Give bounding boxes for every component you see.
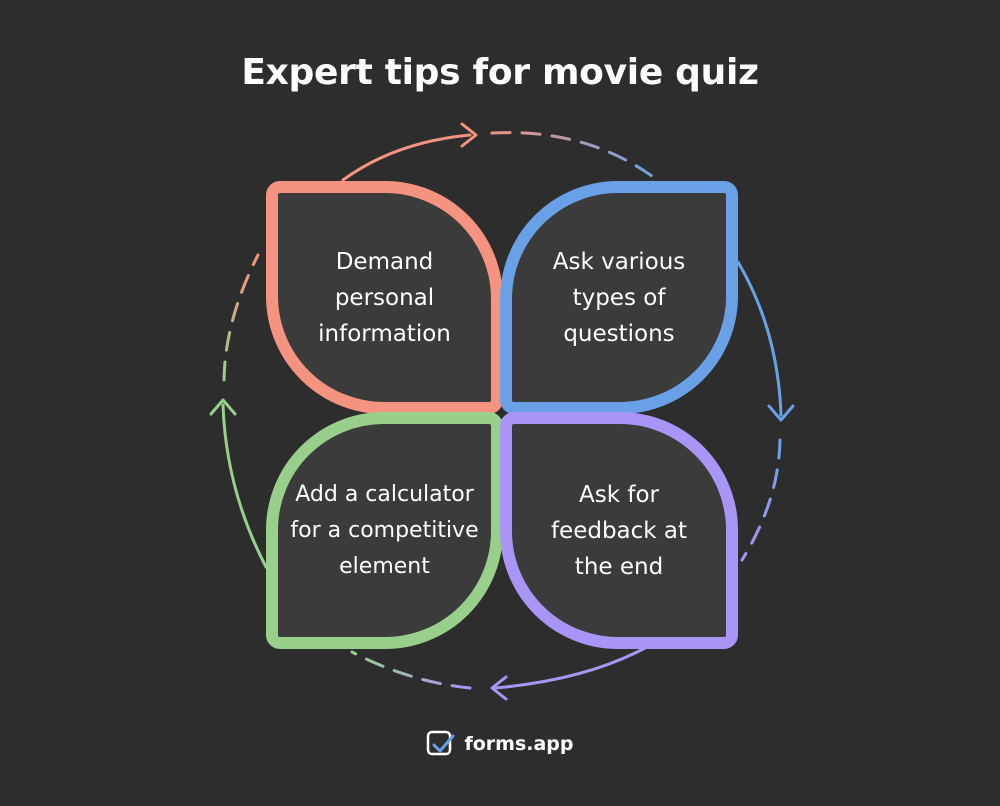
arc-top-dashed	[490, 131, 662, 184]
tip-label: Add a calculator for a competitive eleme…	[290, 481, 479, 579]
arrow-head-right	[767, 404, 795, 422]
arc-right-dashed	[740, 438, 782, 562]
arc-bottom-solid	[493, 646, 647, 690]
arrow-head-top	[460, 122, 478, 148]
tip-label: Ask for feedback at the end	[550, 481, 688, 580]
tip-label: Demand personal information	[318, 248, 451, 347]
page-title: Expert tips for movie quiz	[241, 52, 759, 93]
tip-petal-ask-feedback: Ask for feedback at the end	[500, 412, 738, 649]
tip-petal-ask-various-types: Ask various types of questions	[500, 181, 738, 414]
arc-left-dashed	[222, 253, 260, 382]
tip-petal-demand-personal-information: Demand personal information	[266, 181, 503, 414]
forms-app-logo-icon	[427, 730, 455, 756]
arrow-head-bottom	[490, 675, 508, 701]
brand-name: forms.app	[464, 733, 574, 755]
tip-petal-add-calculator: Add a calculator for a competitive eleme…	[266, 412, 503, 649]
arrow-head-left	[209, 398, 237, 416]
arc-bottom-dashed	[350, 650, 472, 690]
brand-footer: forms.app	[0, 730, 1000, 758]
tip-label: Ask various types of questions	[552, 248, 686, 347]
arc-top-solid	[341, 133, 472, 182]
arc-right-solid	[736, 260, 783, 417]
arc-left-solid	[221, 403, 268, 569]
